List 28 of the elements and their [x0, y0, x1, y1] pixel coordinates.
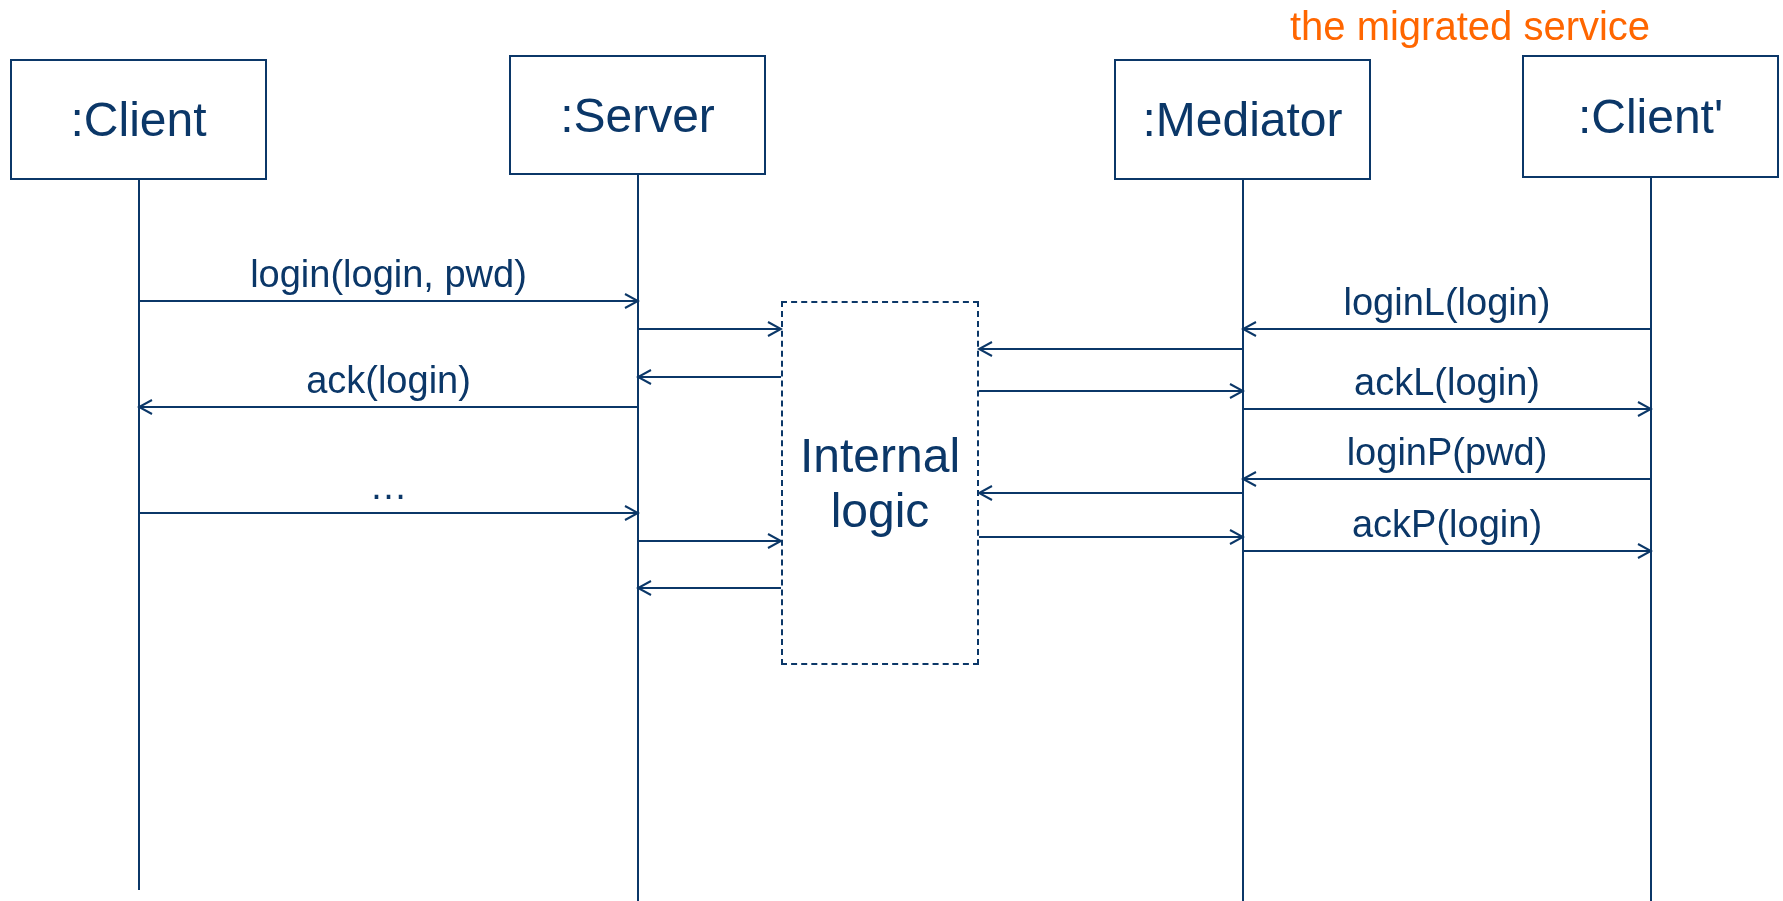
message-arrow: [138, 293, 639, 309]
message-label: …: [369, 465, 408, 508]
message-arrow: [637, 321, 782, 337]
message-arrow: [978, 485, 1244, 501]
message-arrow: [1242, 321, 1652, 337]
message-arrow: [978, 529, 1244, 545]
message-arrow: [138, 399, 639, 415]
object-box: :Client': [1522, 55, 1779, 178]
message-arrow: [637, 533, 782, 549]
message-arrow: [978, 341, 1244, 357]
message-arrow: [1242, 401, 1652, 417]
dashed-box: Internal logic: [781, 301, 979, 665]
object-box: :Mediator: [1114, 59, 1371, 180]
object-box: :Server: [509, 55, 766, 175]
message-label: login(login, pwd): [250, 253, 527, 296]
message-label: loginL(login): [1343, 281, 1551, 324]
note-text: the migrated service: [1289, 4, 1651, 49]
message-label: ackL(login): [1354, 361, 1540, 404]
message-arrow: [637, 369, 782, 385]
object-box: :Client: [10, 59, 267, 180]
message-label: ackP(login): [1351, 503, 1543, 546]
message-label: loginP(pwd): [1346, 431, 1548, 474]
message-label: ack(login): [306, 359, 471, 402]
message-arrow: [1242, 543, 1652, 559]
message-arrow: [1242, 471, 1652, 487]
message-arrow: [637, 580, 782, 596]
message-arrow: [138, 505, 639, 521]
message-arrow: [978, 383, 1244, 399]
